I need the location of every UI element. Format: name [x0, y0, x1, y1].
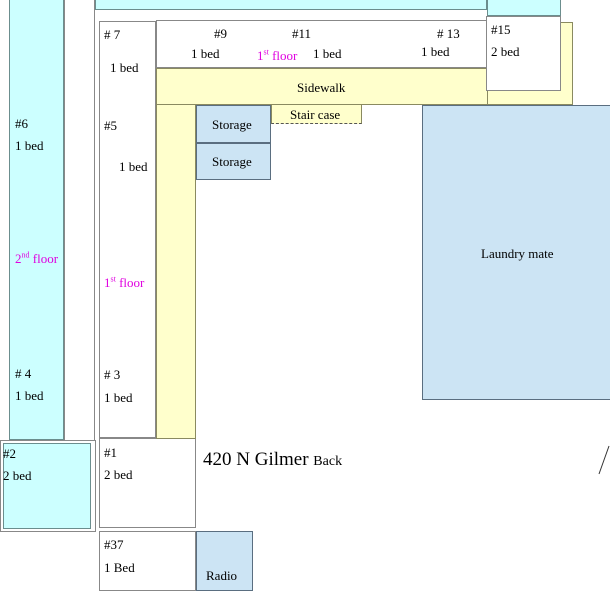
top-unit-strip — [95, 0, 487, 10]
unit-4-beds: 1 bed — [15, 388, 44, 403]
unit-5-beds: 1 bed — [119, 159, 148, 174]
unit-15-number: #15 — [491, 22, 511, 37]
unit-13-beds: 1 bed — [421, 44, 450, 59]
unit-15-top-strip — [487, 0, 561, 16]
laundry-mate-label: Laundry mate — [481, 246, 554, 261]
unit-37-beds: 1 Bed — [104, 560, 135, 575]
unit-6-number: #6 — [15, 116, 28, 131]
left-white-gap — [64, 0, 95, 440]
unit-7-number: # 7 — [104, 27, 121, 42]
unit-2-block — [3, 443, 91, 529]
unit-15-block — [486, 16, 561, 91]
unit-2-number: #2 — [3, 446, 16, 461]
floor-label-second: 2nd floor — [15, 250, 59, 266]
unit-1-beds: 2 bed — [104, 467, 133, 482]
stair-case — [271, 105, 362, 124]
storage-label-2: Storage — [212, 154, 252, 169]
laundry-mate-building — [422, 105, 610, 400]
address-subtitle: Back — [313, 454, 343, 469]
storage-room-1 — [196, 105, 271, 143]
unit-6-4-block — [9, 0, 64, 440]
storage-label-1: Storage — [212, 117, 252, 132]
unit-1-block — [99, 438, 196, 528]
floor-label-first-left: 1st floor — [104, 274, 145, 290]
unit-9-number: #9 — [214, 26, 227, 41]
unit-7-3-block — [99, 21, 156, 438]
unit-11-beds: 1 bed — [313, 46, 342, 61]
address-title: 420 N Gilmer Back — [203, 449, 343, 470]
vertical-walkway — [156, 68, 196, 439]
stair-case-label: Stair case — [290, 107, 341, 122]
top-units-row — [156, 20, 487, 68]
edge-line — [598, 445, 610, 475]
unit-7-beds: 1 bed — [110, 60, 139, 75]
unit-5-number: #5 — [104, 118, 117, 133]
unit-13-number: # 13 — [437, 26, 460, 41]
unit-11-number: #11 — [292, 26, 312, 41]
unit-3-beds: 1 bed — [104, 390, 133, 405]
unit-2-beds: 2 bed — [3, 468, 32, 483]
radio-room — [196, 531, 253, 591]
unit-9-beds: 1 bed — [191, 46, 220, 61]
unit-15-beds: 2 bed — [491, 44, 520, 59]
unit-6-beds: 1 bed — [15, 138, 44, 153]
storage-room-2 — [196, 143, 271, 180]
unit-37-number: #37 — [104, 537, 124, 552]
unit-3-number: # 3 — [104, 367, 121, 382]
unit-1-number: #1 — [104, 445, 117, 460]
floor-label-first-top: 1st floor — [257, 47, 298, 63]
unit-4-number: # 4 — [15, 366, 32, 381]
sidewalk-label: Sidewalk — [297, 80, 346, 95]
